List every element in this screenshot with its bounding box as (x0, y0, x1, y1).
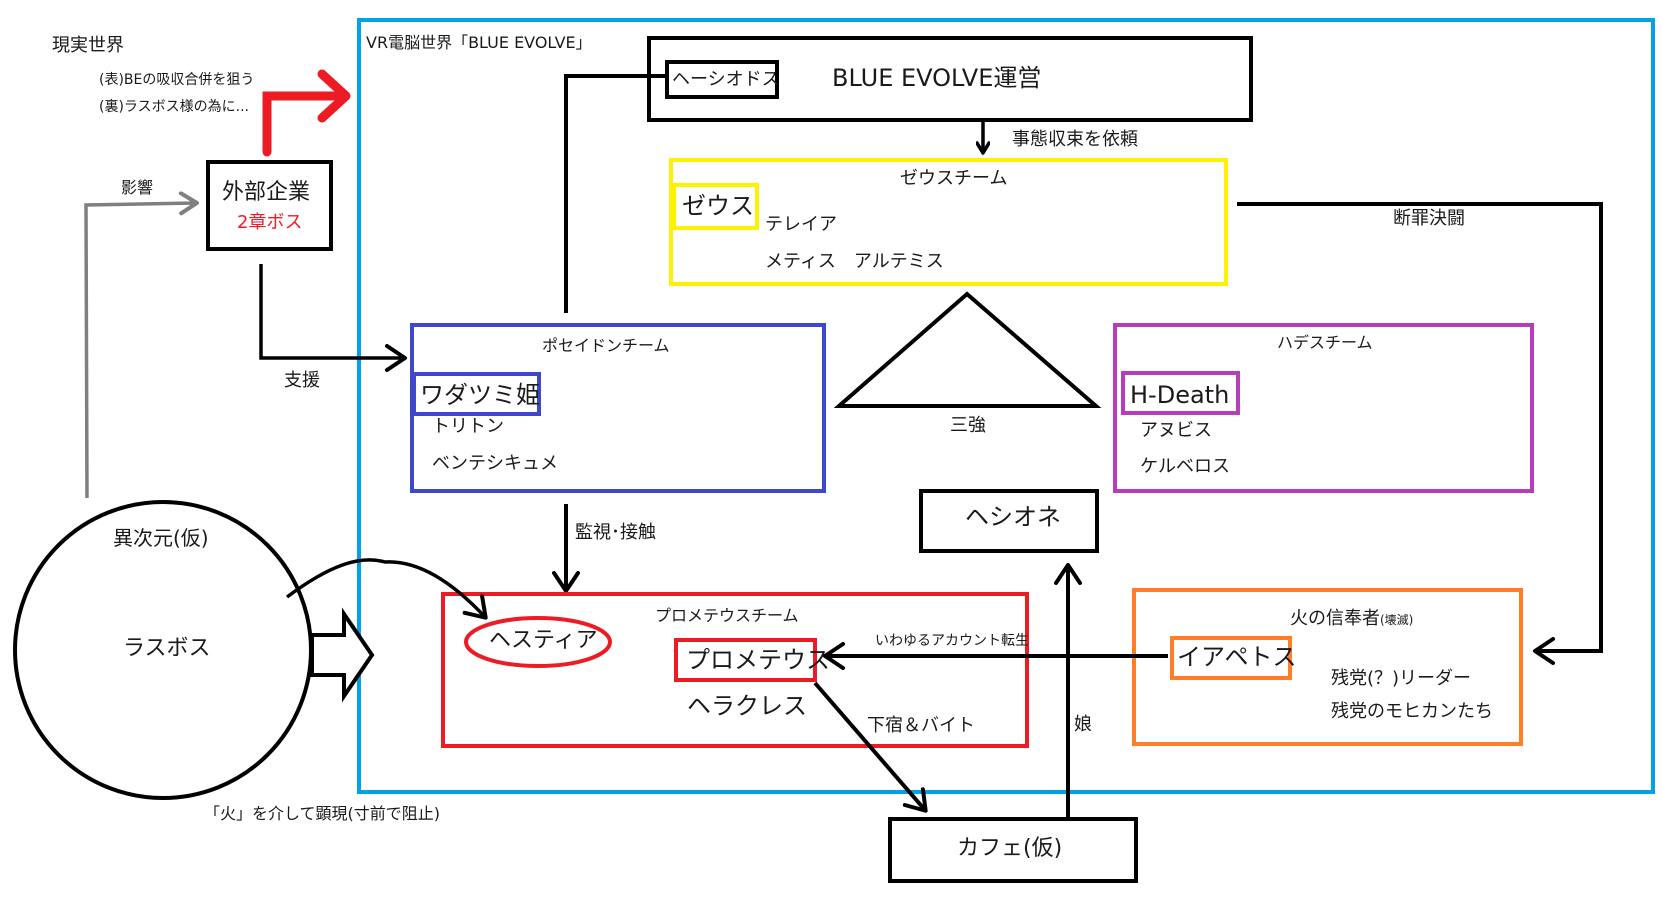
influence-label: 影響 (121, 178, 154, 197)
fire-leader-name: イアペトス (1177, 643, 1297, 671)
red-entry-arrow (262, 69, 351, 157)
external-company-role: 2章ボス (237, 212, 303, 233)
zeus-member: メティス アルテミス (765, 251, 944, 272)
hades-team-title: ハデスチーム (1277, 333, 1373, 352)
cafe-name: カフェ(仮) (957, 836, 1063, 861)
fire-believers-title: 火の信奉者(壊滅) (1290, 610, 1413, 628)
judgment-duel-arrow (1237, 202, 1603, 665)
prometheus-team-title: プロメテウスチーム (655, 606, 799, 625)
fire-member: 残党(？)リーダー (1331, 668, 1472, 689)
influence-arrow (84, 191, 199, 499)
zeus-leader-name: ゼウス (682, 192, 754, 220)
zeus-team-title: ゼウスチーム (900, 168, 1008, 189)
prometheus-team-box (441, 592, 1029, 748)
manifest-note: 「火」を介して顕現(寸前で阻止) (204, 804, 441, 823)
prometheus-leader-name: プロメテウス (686, 646, 830, 674)
request-label: 事態収束を依頼 (1012, 129, 1138, 150)
last-boss-name: ラスボス (123, 636, 211, 661)
vr-world-title: VR電脳世界「BLUE EVOLVE」 (366, 33, 592, 52)
support-label: 支援 (284, 370, 320, 391)
back-motive-note: (裏)ラスボス様の為に... (99, 99, 249, 115)
daughter-label: 娘 (1074, 714, 1092, 735)
hades-member: アヌビス (1140, 420, 1212, 441)
operations-title: BLUE EVOLVE運営 (832, 64, 1042, 92)
hades-member: ケルベロス (1140, 456, 1230, 477)
poseidon-leader-box (412, 372, 541, 416)
external-company-name: 外部企業 (222, 180, 311, 205)
lodging-label: 下宿＆バイト (867, 715, 975, 736)
prometheus-leader-box (674, 638, 817, 682)
hesiodos-box (665, 60, 779, 99)
big-three-triangle (833, 291, 1102, 408)
watch-contact-label: 監視･接触 (575, 522, 656, 543)
hesione-box (919, 489, 1099, 553)
zeus-member: テレイア (765, 214, 837, 235)
front-motive-note: (表)BEの吸収合併を狙う (99, 72, 255, 88)
poseidon-member: トリトン (432, 416, 504, 437)
other-dimension-title: 異次元(仮) (113, 526, 209, 550)
hades-leader-box (1121, 371, 1240, 415)
fire-believers-title-text: 火の信奉者 (1290, 608, 1380, 629)
fire-believers-title-note: (壊滅) (1380, 613, 1414, 627)
external-company-box (206, 160, 333, 251)
hesione-name: ヘシオネ (965, 503, 1061, 531)
hades-team-box (1113, 323, 1534, 493)
zeus-team-box (669, 158, 1228, 286)
support-arrow (259, 264, 407, 372)
reincarnation-label: いわゆるアカウント転生 (875, 633, 1029, 649)
fire-member: 残党のモヒカンたち (1331, 701, 1493, 722)
fire-believers-box (1132, 588, 1523, 746)
poseidon-leader-name: ワダツミ姫 (420, 381, 540, 409)
prometheus-member: ヘラクレス (687, 692, 807, 720)
zeus-leader-box (672, 183, 759, 230)
lodging-arrow (813, 681, 928, 813)
poseidon-team-title: ポセイドンチーム (542, 336, 670, 355)
poseidon-member: ベンテシキュメ (432, 453, 558, 474)
block-arrow (310, 607, 375, 703)
vr-world-frame (357, 18, 1655, 794)
real-world-title: 現実世界 (52, 35, 124, 56)
hades-leader-name: H-Death (1130, 381, 1230, 409)
big-three-label: 三強 (950, 415, 986, 436)
hestia-name: ヘスティア (489, 628, 598, 653)
cafe-box (888, 817, 1138, 883)
fire-leader-box (1170, 636, 1292, 680)
hesiodos-name: ヘーシオドス (672, 69, 780, 90)
manifest-curve-arrow (285, 558, 488, 620)
judgment-duel-label: 断罪決闘 (1393, 208, 1465, 229)
hestia-ellipse (464, 616, 612, 668)
hesiodos-link-line (564, 74, 667, 313)
